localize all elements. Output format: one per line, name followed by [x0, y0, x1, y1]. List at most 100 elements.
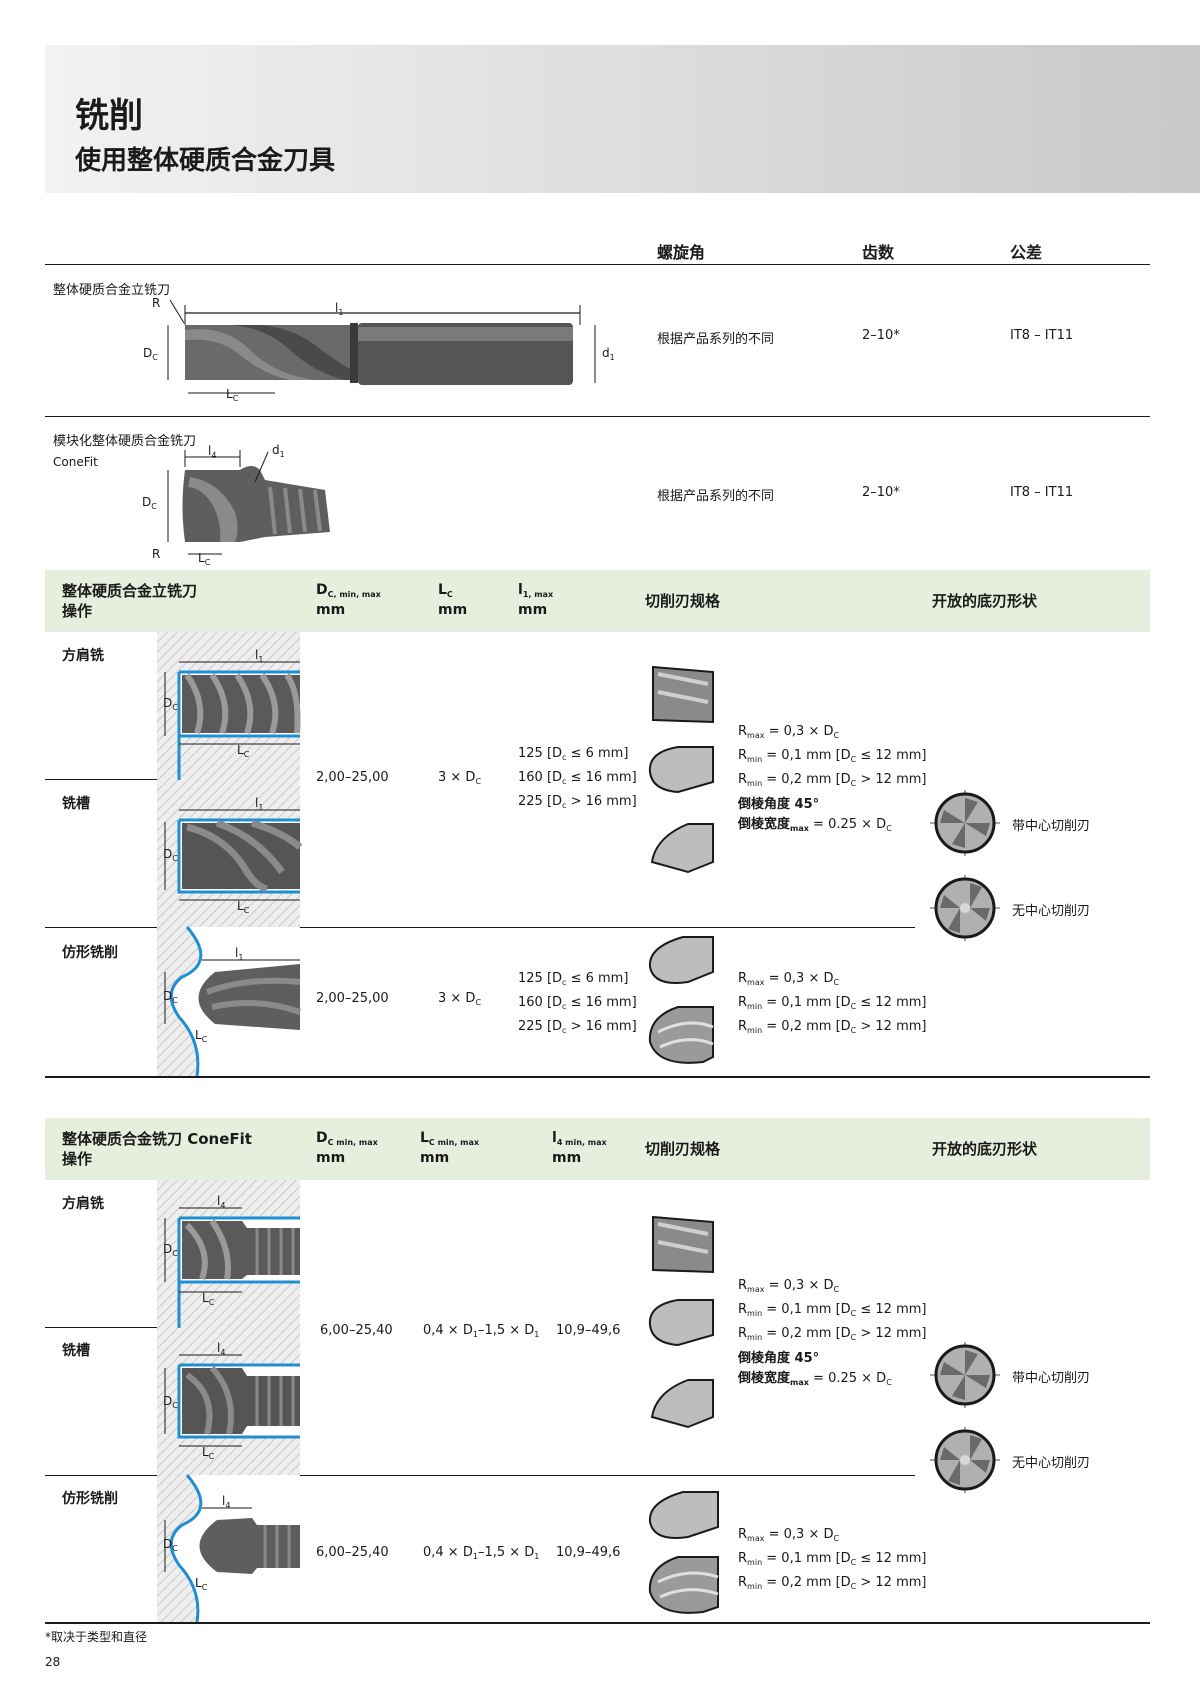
page-number: 28	[45, 1655, 61, 1669]
footnote: *取决于类型和直径	[45, 1630, 148, 1644]
col-header-teeth: 齿数	[862, 243, 895, 262]
t1-shape-nocenter: 无中心切削刃	[1012, 904, 1091, 919]
fig-label-Lc-profile: LC	[195, 1028, 208, 1044]
table2-operation-figures: l4 DC LC l4 DC LC l4 DC LC	[157, 1180, 300, 1623]
t2g1-l4: 10,9–49,6	[556, 1323, 621, 1338]
tolerance-conefit: IT8 – IT11	[1010, 485, 1074, 500]
table2-col-dc-unit: mm	[316, 1150, 346, 1166]
label-l1: l1	[335, 301, 343, 317]
helix-endmill: 根据产品系列的不同	[657, 332, 775, 347]
table2-col-lc-unit: mm	[420, 1150, 450, 1166]
label-Lc: LC	[198, 551, 211, 567]
fig-label-l1: l1	[255, 648, 263, 664]
t2-shape-nocenter: 无中心切削刃	[1012, 1456, 1091, 1471]
row-rule	[45, 416, 1150, 417]
fig2-label-l4: l4	[217, 1194, 225, 1210]
t2g2-lc: 0,4 × D1–1,5 × D1	[423, 1545, 540, 1561]
t1g1-l1: 125 [Dc ≤ 6 mm] 160 [Dc ≤ 16 mm] 225 [Dc…	[518, 746, 637, 810]
table1-col-l1: l1, max	[518, 582, 554, 599]
t2g1-radius-spec: Rmax = 0,3 × DC Rmin = 0,1 mm [DC ≤ 12 m…	[738, 1278, 927, 1342]
table1-col-spec: 切削刃规格	[645, 592, 721, 610]
tolerance-endmill: IT8 – IT11	[1010, 328, 1074, 343]
endmill-dimension-diagram: R l1 DC d1 LC	[143, 296, 615, 403]
table2-bottom-rule	[45, 1622, 1150, 1624]
label-Lc: LC	[226, 387, 239, 403]
table2-header-band	[45, 1118, 1150, 1180]
fig2-label-Lc: LC	[202, 1291, 215, 1307]
t1g1-radius-spec: Rmax = 0,3 × DC Rmin = 0,1 mm [DC ≤ 12 m…	[738, 724, 927, 788]
table1-title: 整体硬质合金立铣刀	[62, 582, 198, 600]
t2g1-chamfer: 倒棱角度 45° 倒棱宽度max = 0.25 × DC	[738, 1351, 892, 1387]
t2g2-radius-spec: Rmax = 0,3 × DC Rmin = 0,1 mm [DC ≤ 12 m…	[738, 1527, 927, 1591]
col-header-helix: 螺旋角	[657, 243, 706, 262]
table1-col-shape: 开放的底刃形状	[932, 592, 1038, 610]
table1-edge-spec-icons	[648, 665, 714, 1064]
fig2-label-Lc-slot: LC	[202, 1445, 215, 1461]
row-sublabel-conefit: ConeFit	[53, 455, 98, 469]
table2-col-l4-unit: mm	[552, 1150, 582, 1166]
label-Dc: DC	[142, 495, 157, 511]
t2g2-l4: 10,9–49,6	[556, 1545, 621, 1560]
table2-op-profile: 仿形铣削	[62, 1491, 118, 1507]
table2-edge-spec-icons	[648, 1215, 719, 1614]
table1-operation-figures: l1 DC LC l1 DC LC l1 DC LC	[157, 632, 303, 1077]
conefit-dimension-diagram: l4 d1 DC R LC	[142, 443, 330, 567]
table1-bottom-shape-icons	[930, 790, 1000, 941]
fig-label-l1-slot: l1	[255, 796, 263, 812]
table1-col-l1-unit: mm	[518, 602, 548, 618]
helix-conefit: 根据产品系列的不同	[657, 489, 775, 504]
t1g2-l1: 125 [Dc ≤ 6 mm] 160 [Dc ≤ 16 mm] 225 [Dc…	[518, 971, 637, 1035]
table1-title-ops: 操作	[62, 602, 93, 620]
table1-op-slot: 铣槽	[62, 796, 90, 812]
t1g2-dc: 2,00–25,00	[316, 991, 389, 1006]
row-label-conefit: 模块化整体硬质合金铣刀	[53, 434, 197, 449]
table2-inner-rule-2	[45, 1475, 915, 1476]
table1-bottom-rule	[45, 1076, 1150, 1078]
fig2-label-Dc: DC	[163, 1242, 178, 1258]
col-header-tolerance: 公差	[1010, 243, 1043, 262]
t1g2-lc: 3 × DC	[438, 991, 482, 1007]
label-d1: d1	[272, 443, 285, 459]
t2g2-dc: 6,00–25,40	[316, 1545, 389, 1560]
table2-bottom-shape-icons	[930, 1342, 1000, 1493]
t2g1-dc: 6,00–25,40	[320, 1323, 393, 1338]
label-d1: d1	[602, 346, 615, 362]
table2-col-lc: LC min, max	[420, 1130, 480, 1147]
t2g1-lc: 0,4 × D1–1,5 × D1	[423, 1323, 540, 1339]
fig-label-Lc: LC	[237, 743, 250, 759]
fig2-label-Lc-profile: LC	[195, 1576, 208, 1592]
fig-label-Lc-slot: LC	[237, 899, 250, 915]
fig-label-Dc-profile: DC	[163, 989, 178, 1005]
table1-col-lc: LC	[438, 582, 453, 599]
table1-op-profile: 仿形铣削	[62, 945, 118, 961]
label-R: R	[152, 296, 160, 310]
fig2-label-Dc-slot: DC	[163, 1394, 178, 1410]
t1-shape-center: 带中心切削刃	[1012, 819, 1091, 834]
table1-inner-rule-2	[45, 927, 915, 928]
fig2-label-Dc-profile: DC	[163, 1537, 178, 1553]
page-subtitle: 使用整体硬质合金刀具	[75, 146, 336, 176]
fig2-label-l4-profile: l4	[222, 1494, 230, 1510]
table2-op-shoulder: 方肩铣	[62, 1196, 104, 1212]
fig-label-Dc: DC	[163, 696, 178, 712]
table1-col-lc-unit: mm	[438, 602, 468, 618]
t2-shape-center: 带中心切削刃	[1012, 1371, 1091, 1386]
label-Dc: DC	[143, 346, 158, 362]
table2-col-dc: DC min, max	[316, 1130, 378, 1147]
fig2-label-l4-slot: l4	[217, 1341, 225, 1357]
row-label-endmill: 整体硬质合金立铣刀	[53, 283, 171, 298]
table2-title: 整体硬质合金铣刀 ConeFit	[62, 1130, 252, 1148]
teeth-conefit: 2–10*	[862, 485, 900, 500]
t1g1-dc: 2,00–25,00	[316, 770, 389, 785]
header-rule	[45, 264, 1150, 265]
table2-title-ops: 操作	[62, 1150, 93, 1168]
t1g2-radius-spec: Rmax = 0,3 × DC Rmin = 0,1 mm [DC ≤ 12 m…	[738, 971, 927, 1035]
table2-op-slot: 铣槽	[62, 1343, 90, 1359]
table1-header-band	[45, 570, 1150, 632]
table2-col-l4: l4 min, max	[552, 1130, 607, 1147]
page-title: 铣削	[75, 96, 143, 136]
label-l4: l4	[208, 444, 216, 460]
table2-col-shape: 开放的底刃形状	[932, 1140, 1038, 1158]
page-header-band	[45, 45, 1200, 193]
t1g1-lc: 3 × DC	[438, 770, 482, 786]
